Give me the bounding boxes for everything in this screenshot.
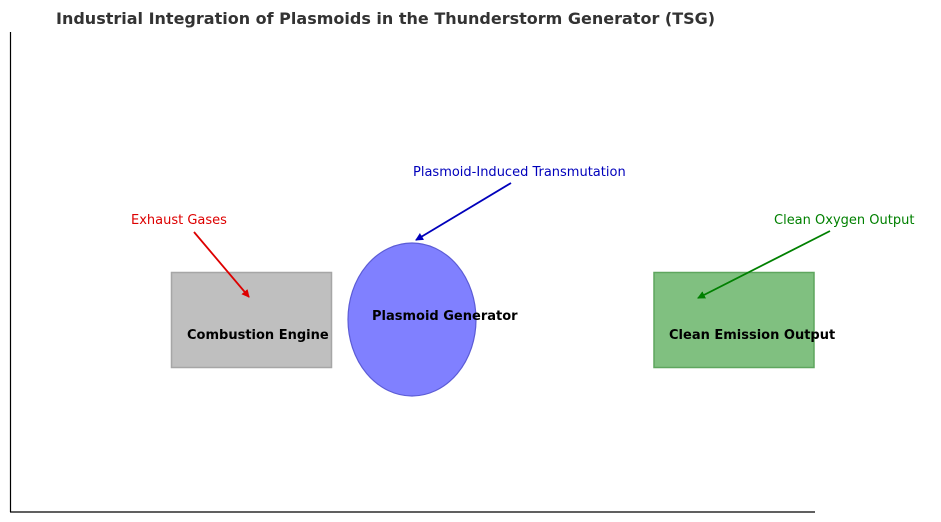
transmutation-annotation: Plasmoid-Induced Transmutation (413, 165, 626, 180)
plasmoid-generator-label: Plasmoid Generator (372, 309, 518, 324)
clean-emission-output-box (653, 271, 815, 369)
clean-oxygen-arrow (697, 230, 831, 299)
exhaust-gases-annotation: Exhaust Gases (131, 213, 227, 228)
transmutation-arrow (415, 182, 512, 241)
combustion-engine-label: Combustion Engine (187, 328, 329, 343)
plasmoid-generator-ellipse (347, 242, 477, 397)
exhaust-gases-arrow (193, 231, 250, 298)
clean-oxygen-annotation: Clean Oxygen Output (774, 213, 914, 228)
diagram-title: Industrial Integration of Plasmoids in t… (56, 9, 715, 28)
combustion-engine-box (170, 271, 333, 369)
clean-emission-output-label: Clean Emission Output (669, 328, 835, 343)
